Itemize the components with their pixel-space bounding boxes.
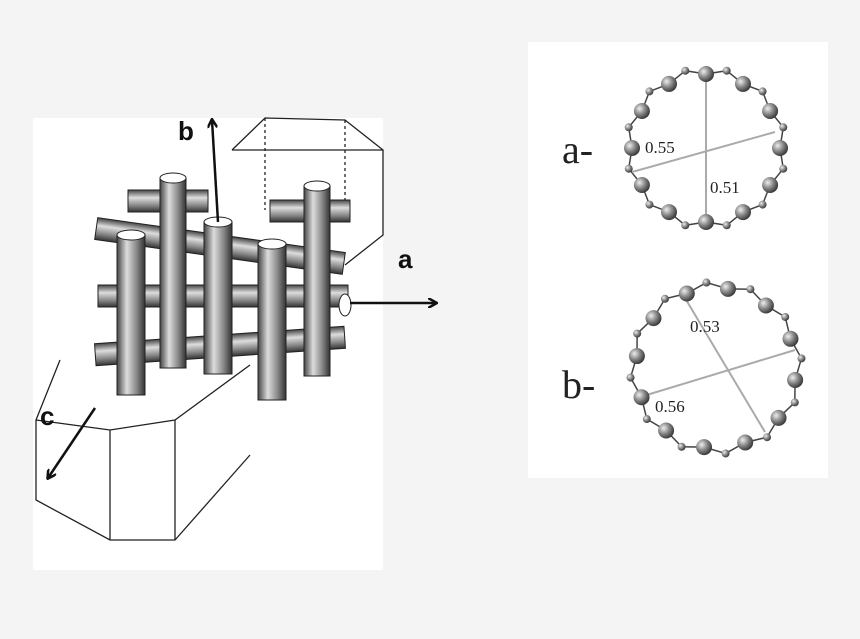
- ring-a: [624, 66, 788, 230]
- small-bead: [681, 66, 690, 75]
- large-bead: [661, 75, 677, 92]
- panel-b-label: b-: [562, 362, 595, 407]
- small-bead: [677, 442, 686, 451]
- vertical-rods: [116, 172, 331, 401]
- small-bead: [626, 373, 635, 382]
- small-bead: [763, 433, 772, 442]
- axis-c-arrow: [48, 407, 97, 478]
- small-bead: [790, 398, 799, 407]
- large-bead: [782, 330, 799, 347]
- diameter-line-055: [631, 131, 776, 173]
- ring-b: [626, 278, 806, 458]
- axis-arrows: [48, 120, 436, 478]
- small-bead: [722, 66, 731, 75]
- large-bead: [628, 348, 645, 365]
- large-bead: [762, 177, 779, 193]
- large-bead: [624, 140, 640, 156]
- panel-a-label: a-: [562, 127, 593, 172]
- small-bead: [758, 87, 767, 96]
- axis-a-label: a: [398, 244, 413, 274]
- large-bead: [698, 214, 714, 230]
- distance-label: 0.56: [655, 397, 685, 416]
- small-bead: [633, 329, 642, 338]
- large-bead: [645, 310, 662, 327]
- small-bead: [645, 87, 654, 96]
- small-bead: [779, 164, 788, 173]
- large-bead: [737, 434, 754, 451]
- large-bead: [735, 204, 751, 221]
- large-bead: [787, 371, 804, 388]
- large-bead: [661, 204, 677, 221]
- small-bead: [721, 449, 730, 458]
- large-bead: [658, 422, 675, 439]
- distance-label: 0.51: [710, 178, 740, 197]
- small-bead: [797, 354, 806, 363]
- right-panel: [528, 42, 828, 478]
- large-bead: [633, 177, 650, 193]
- large-bead: [757, 297, 774, 314]
- channel-box-outline: [35, 117, 384, 541]
- small-bead: [681, 221, 690, 230]
- small-bead: [702, 278, 711, 287]
- large-bead: [772, 140, 788, 156]
- distance-label: 0.55: [645, 138, 675, 157]
- small-bead: [746, 285, 755, 294]
- small-bead: [624, 123, 633, 132]
- diameter-line-056: [639, 349, 796, 398]
- axis-b-arrow: [212, 120, 220, 223]
- small-bead: [624, 164, 633, 173]
- large-bead: [633, 103, 650, 119]
- small-bead: [642, 415, 651, 424]
- small-bead: [779, 123, 788, 132]
- large-bead: [762, 103, 779, 119]
- large-bead: [719, 280, 736, 297]
- distance-label: 0.53: [690, 317, 720, 336]
- small-bead: [660, 294, 669, 303]
- large-bead: [698, 66, 714, 82]
- large-bead: [770, 409, 787, 426]
- large-bead: [735, 75, 751, 92]
- axis-c-label: c: [40, 401, 54, 431]
- small-bead: [758, 200, 767, 209]
- small-bead: [781, 312, 790, 321]
- axis-b-label: b: [178, 116, 194, 146]
- small-bead: [645, 200, 654, 209]
- diameter-line-053: [684, 297, 766, 433]
- small-bead: [722, 221, 731, 230]
- large-bead: [678, 285, 695, 302]
- large-bead: [696, 439, 713, 456]
- large-bead: [633, 389, 650, 406]
